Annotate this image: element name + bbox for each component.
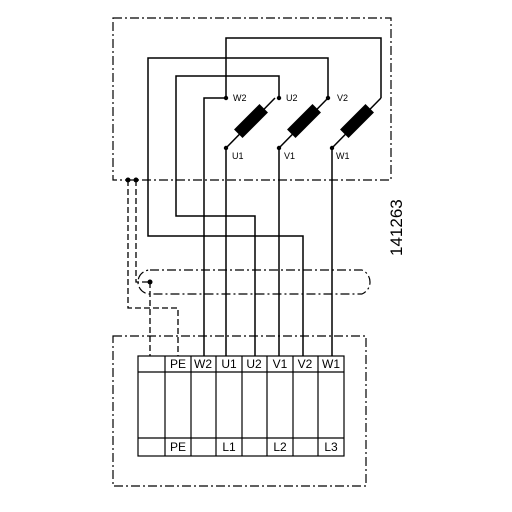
block-bottom-label-l2: L2 [273,440,287,454]
winding-w [331,97,382,149]
winding-u [225,97,276,149]
protective-earth-wiring [125,177,179,356]
conductor-w-loop [225,37,382,98]
motor-windings [225,97,382,149]
terminal-label-w2: W2 [233,93,247,103]
block-top-label-v1: V1 [273,357,288,371]
block-top-label-u2: U2 [246,357,262,371]
winding-labels: W2 U2 V2 U1 V1 W1 [232,93,350,161]
conductor-u2 [175,75,280,356]
cable-shield-loop [137,269,371,295]
terminal-label-v2: V2 [337,93,348,103]
terminal-label-w1: W1 [336,151,350,161]
winding-terminals [223,95,335,151]
terminal-label-v1: V1 [284,151,295,161]
conductor-v2 [147,57,329,356]
block-top-label-w2: W2 [194,357,212,371]
block-top-label-w1: W1 [322,357,340,371]
motor-housing-boundary [112,17,392,181]
block-top-label-u1: U1 [221,357,237,371]
block-bottom-label-pe: PE [170,440,186,454]
conductors [147,37,382,356]
terminal-label-u1: U1 [232,151,244,161]
conductor-w2 [203,97,226,356]
block-top-label-pe: PE [170,357,186,371]
block-bottom-label-l1: L1 [222,440,236,454]
block-top-label-v2: V2 [298,357,313,371]
terminal-label-u2: U2 [286,93,298,103]
terminal-block: PE W2 U1 U2 V1 V2 W1 PE L1 L2 L3 [137,355,345,457]
drawing-number: 141263 [387,199,406,256]
terminal-box-boundary [112,335,367,487]
winding-v [278,97,329,149]
block-bottom-label-l3: L3 [324,440,338,454]
